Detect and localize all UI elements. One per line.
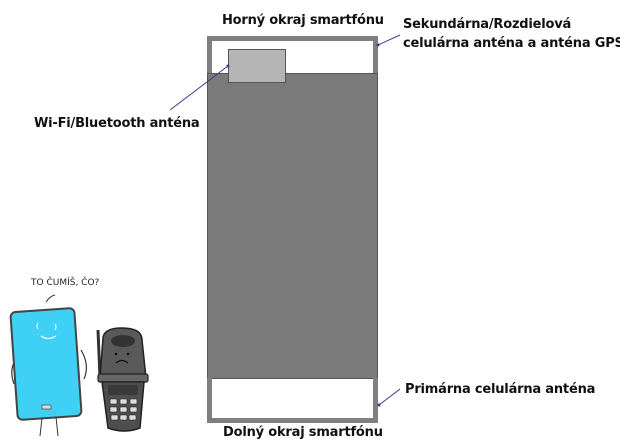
secondary-antenna-label-line1: Sekundárna/Rozdielová — [403, 17, 572, 32]
secondary-antenna-pointer-dot — [376, 43, 380, 47]
secondary-antenna-label-line2: celulárna anténa a anténa GPS — [403, 36, 620, 51]
sad-old-phone-icon — [96, 327, 149, 432]
primary-antenna-pointer-dot — [377, 403, 381, 407]
speech-tick — [45, 294, 56, 303]
bottom-edge-label: Dolný okraj smartfónu — [223, 425, 383, 440]
top-edge-label: Horný okraj smartfónu — [222, 13, 384, 28]
primary-antenna-pointer — [378, 388, 401, 406]
wifi-antenna-pointer — [169, 65, 229, 111]
smiling-smartphone-icon — [9, 307, 87, 437]
primary-antenna-label: Primárna celulárna anténa — [405, 382, 596, 397]
wifi-antenna-label: Wi-Fi/Bluetooth anténa — [34, 116, 200, 131]
top-antenna-frame — [207, 36, 378, 76]
secondary-antenna-pointer — [377, 34, 401, 46]
phone-body — [207, 73, 378, 379]
wifi-bluetooth-antenna-block — [228, 49, 286, 83]
bottom-antenna-frame — [207, 378, 378, 423]
wifi-antenna-pointer-dot — [226, 64, 230, 68]
cartoon-speech-text: TO ČUMÍŠ, ČO? — [31, 278, 100, 288]
